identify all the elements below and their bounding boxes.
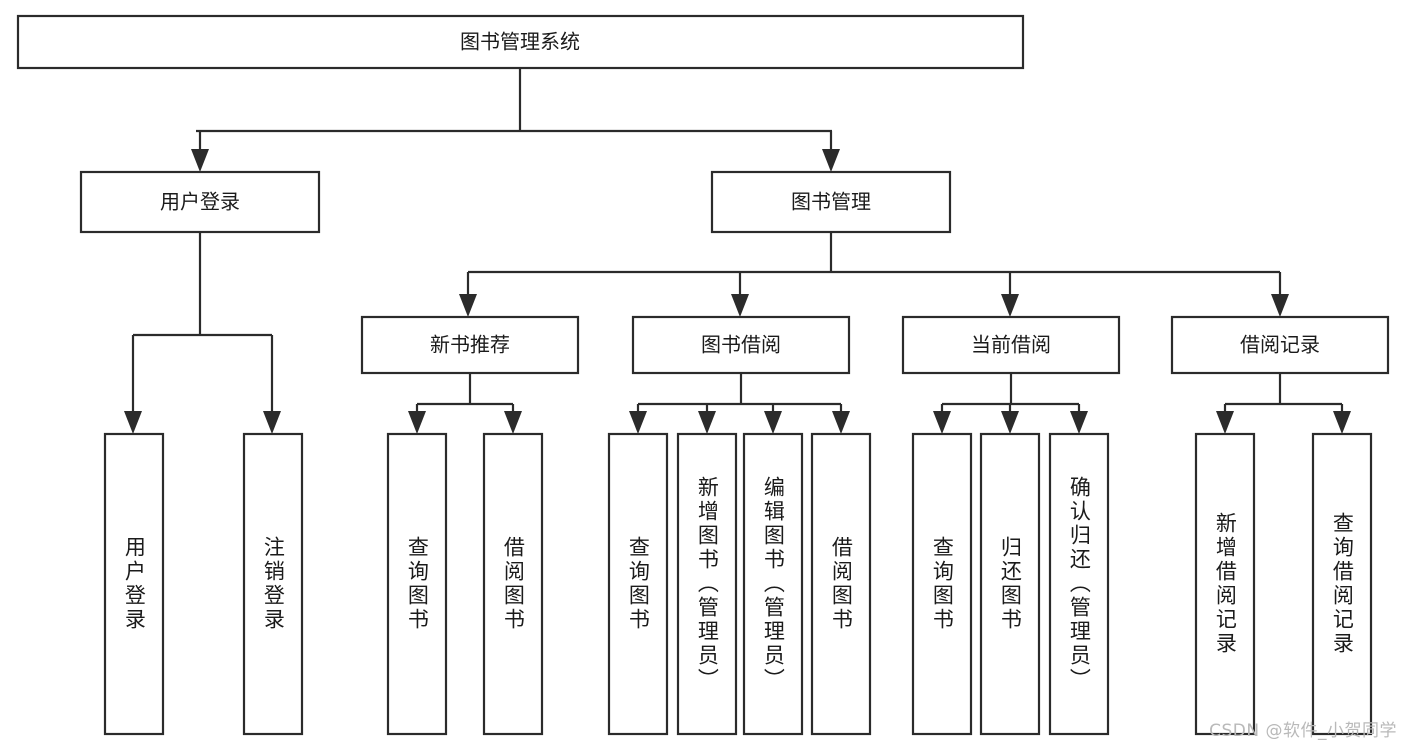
leaf-box-query-book-current[interactable] [911,432,973,736]
node-user-login-label: 用户登录 [160,190,240,214]
node-root[interactable]: 图书管理系统 [16,14,1025,70]
node-book-borrow-box[interactable] [631,315,851,375]
arrowhead-leaf-borrow-book [832,411,850,434]
arrowhead-leaf-logout-login [263,411,281,434]
connector-layer [124,68,1351,434]
node-new-book-recommend-box[interactable] [360,315,580,375]
node-current-borrow-label: 当前借阅 [971,333,1051,357]
arrowhead-book-borrow [731,294,749,317]
leaf-box-user-login[interactable] [103,432,165,736]
leaf-box-edit-book-admin[interactable] [742,432,804,736]
arrowhead-leaf-edit-book-admin [764,411,782,434]
arrowhead-leaf-add-borrow-record [1216,411,1234,434]
node-borrow-records-box[interactable] [1170,315,1390,375]
arrowhead-leaf-return-book [1001,411,1019,434]
arrowhead-user-login [191,149,209,172]
arrowhead-leaf-borrow-book-recommend [504,411,522,434]
connector-book-borrow-children [636,373,843,416]
node-borrow-records[interactable]: 借阅记录 [1170,315,1390,375]
leaf-box-return-book[interactable] [979,432,1041,736]
arrowhead-leaf-query-borrow-record [1333,411,1351,434]
node-current-borrow-box[interactable] [901,315,1121,375]
leaf-box-confirm-return-admin[interactable] [1048,432,1110,736]
arrowhead-leaf-add-book-admin [698,411,716,434]
arrowhead-leaf-query-book-recommend [408,411,426,434]
leaf-box-logout-login[interactable] [242,432,304,736]
node-book-borrow[interactable]: 图书借阅 [631,315,851,375]
connector-current-borrow-children [940,373,1081,416]
node-root-label: 图书管理系统 [460,30,580,54]
arrowhead-book-management [822,149,840,172]
node-new-book-recommend[interactable]: 新书推荐 [360,315,580,375]
node-user-login[interactable]: 用户登录 [79,170,321,234]
node-book-management-label: 图书管理 [791,190,871,214]
connector-book-management-children [466,232,1282,299]
connector-new-book-recommend-children [415,373,515,416]
leaf-box-add-book-admin[interactable] [676,432,738,736]
node-book-management[interactable]: 图书管理 [710,170,952,234]
arrowhead-borrow-records [1271,294,1289,317]
leaf-box-borrow-book[interactable] [810,432,872,736]
leaf-box-query-book-recommend[interactable] [386,432,448,736]
leaf-box-query-borrow-record[interactable] [1311,432,1373,736]
node-root-box[interactable] [16,14,1025,70]
leaf-box-borrow-book-recommend[interactable] [482,432,544,736]
arrowhead-current-borrow [1001,294,1019,317]
leaf-box-layer [103,432,1373,736]
node-book-borrow-label: 图书借阅 [701,333,781,357]
node-user-login-box[interactable] [79,170,321,234]
arrowhead-leaf-query-book-current [933,411,951,434]
leaf-box-add-borrow-record[interactable] [1194,432,1256,736]
connector-root-to-level2 [196,68,833,155]
arrowhead-leaf-confirm-return-admin [1070,411,1088,434]
connector-borrow-records-children [1223,373,1344,416]
arrowhead-leaf-query-book-borrow [629,411,647,434]
node-book-management-box[interactable] [710,170,952,234]
node-borrow-records-label: 借阅记录 [1240,333,1320,357]
csdn-watermark: CSDN @软件_小贺同学 [1209,721,1397,741]
arrowhead-leaf-user-login [124,411,142,434]
leaf-box-query-book-borrow[interactable] [607,432,669,736]
connector-user-login-children [131,232,274,416]
node-current-borrow[interactable]: 当前借阅 [901,315,1121,375]
node-new-book-recommend-label: 新书推荐 [430,333,510,357]
arrowhead-new-book-recommend [459,294,477,317]
